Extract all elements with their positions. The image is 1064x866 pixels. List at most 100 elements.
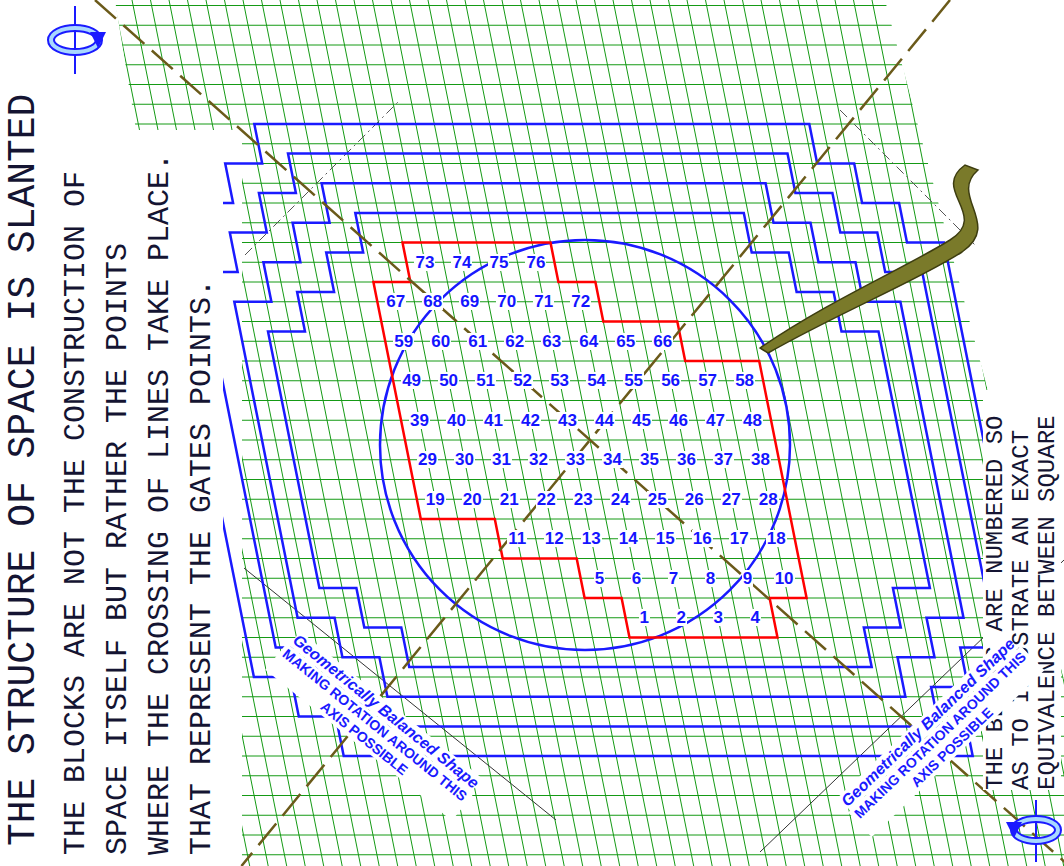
- block-number: 67: [385, 293, 406, 310]
- block-number: 54: [586, 372, 607, 389]
- block-number: 4: [750, 609, 761, 626]
- block-number: 5: [594, 570, 605, 587]
- block-number: 74: [451, 254, 472, 271]
- block-number: 27: [721, 491, 742, 508]
- grid-line: [595, 0, 768, 866]
- block-number: 2: [676, 609, 687, 626]
- block-number: 75: [488, 254, 509, 271]
- block-number: 47: [705, 412, 726, 429]
- block-number: 44: [594, 412, 615, 429]
- block-number: 71: [533, 293, 554, 310]
- block-number: 1: [639, 609, 650, 626]
- block-number: 76: [525, 254, 546, 271]
- block-number: 25: [647, 491, 668, 508]
- icon-ring: [51, 28, 99, 52]
- grid-line: [447, 0, 620, 866]
- axis-note: Geometrically Balanced ShapeMAKING ROTAT…: [258, 623, 493, 827]
- grid-line: [410, 0, 583, 866]
- icon-axis: [1035, 800, 1037, 862]
- grid-line: [539, 0, 712, 866]
- block-number: 37: [713, 451, 734, 468]
- block-number: 58: [734, 372, 755, 389]
- icon-arrowhead: [90, 32, 106, 48]
- block-number: 65: [615, 333, 636, 350]
- block-number: 13: [581, 530, 602, 547]
- block-number: 41: [483, 412, 504, 429]
- block-number: 64: [578, 333, 599, 350]
- block-number: 23: [573, 491, 594, 508]
- block-number: 56: [660, 372, 681, 389]
- block-number: 30: [454, 451, 475, 468]
- block-number: 11: [507, 530, 527, 547]
- axis-line: [244, 568, 556, 820]
- block-number: 62: [504, 333, 525, 350]
- block-number: 29: [417, 451, 438, 468]
- block-number: 15: [655, 530, 676, 547]
- block-number: 31: [491, 451, 512, 468]
- dashed-axis: [95, 0, 1064, 866]
- block-number: 55: [623, 372, 644, 389]
- block-number: 26: [684, 491, 705, 508]
- block-number: 45: [631, 412, 652, 429]
- block-number: 7: [668, 570, 679, 587]
- block-number: 63: [541, 333, 562, 350]
- block-number: 72: [570, 293, 591, 310]
- grid-line: [484, 0, 657, 866]
- icon-ring: [51, 28, 99, 52]
- block-number: 35: [639, 451, 660, 468]
- block-number: 12: [544, 530, 565, 547]
- grid-line: [669, 0, 842, 866]
- block-number: 57: [697, 372, 718, 389]
- block-number: 69: [459, 293, 480, 310]
- grid-line: [983, 0, 1064, 866]
- block-number: 9: [742, 570, 753, 587]
- grid-line: [521, 0, 694, 866]
- block-number: 34: [602, 451, 623, 468]
- block-number: 52: [512, 372, 533, 389]
- block-number: 3: [713, 609, 724, 626]
- grid-line: [0, 0, 46, 866]
- grid-line: [650, 0, 823, 866]
- grid-line: [0, 84, 1064, 85]
- block-number: 16: [692, 530, 713, 547]
- block-number: 50: [438, 372, 459, 389]
- grid-line: [465, 0, 638, 866]
- block-number: 51: [475, 372, 496, 389]
- grid-line: [706, 0, 879, 866]
- block-number: 22: [536, 491, 557, 508]
- block-number: 21: [499, 491, 520, 508]
- block-number: 73: [414, 254, 435, 271]
- block-number: 59: [393, 333, 414, 350]
- icon-axis: [74, 6, 76, 74]
- stepped-outline: [234, 183, 963, 697]
- grid-line: [0, 104, 1064, 105]
- block-number: 19: [425, 491, 446, 508]
- block-number: 43: [557, 412, 578, 429]
- grid-line: [613, 0, 786, 866]
- title-text: THE STRUCTURE OF SPACE IS SLANTED: [2, 94, 46, 847]
- callout-pointer: [760, 165, 978, 353]
- block-number: 14: [618, 530, 639, 547]
- block-number: 8: [705, 570, 716, 587]
- grid-line: [0, 25, 1064, 26]
- block-number: 48: [742, 412, 763, 429]
- grid-line: [0, 5, 1064, 6]
- block-number: 42: [520, 412, 541, 429]
- block-number: 28: [758, 491, 779, 508]
- block-number: 53: [549, 372, 570, 389]
- grid-line: [965, 0, 1064, 866]
- rotation-icon: [1006, 800, 1058, 862]
- block-number: 39: [409, 412, 430, 429]
- grid-line: [576, 0, 749, 866]
- grid-line: [743, 0, 916, 866]
- stepped-outline: [268, 213, 930, 667]
- block-number: 61: [467, 333, 488, 350]
- grid-line: [428, 0, 601, 866]
- grid-line: [502, 0, 675, 866]
- note-text: THE BLOCKS ARE NOT THE CONSTRUCTION OF S…: [55, 145, 223, 855]
- block-number: 68: [422, 293, 443, 310]
- rotation-axes: [95, 0, 1064, 866]
- block-number: 46: [668, 412, 689, 429]
